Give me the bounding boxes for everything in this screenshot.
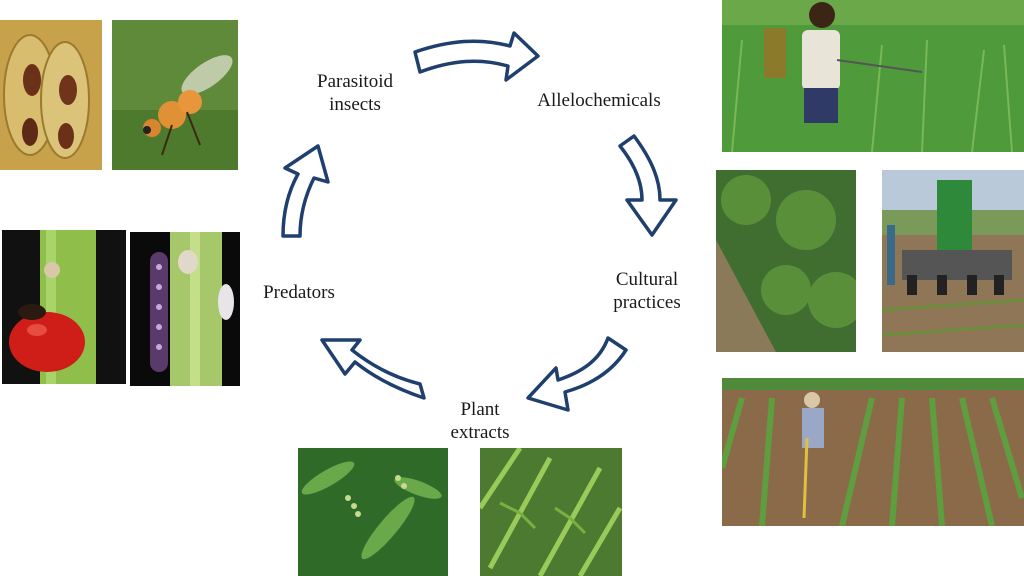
arrow-plant-extracts-to-predators (320, 338, 426, 400)
label-cultural-practices: Cultural practices (613, 269, 681, 313)
photo-plant-leaves-2 (480, 448, 622, 576)
photo-tractor-seeder (882, 170, 1024, 352)
photo-parasitized-eggs (0, 20, 102, 170)
label-parasitoid-insects: Parasitoid insects (317, 71, 393, 115)
photo-crop-row (716, 170, 856, 352)
photo-plant-leaves-1 (298, 448, 448, 576)
arrow-cultural-to-plant-extracts (526, 336, 628, 412)
arrow-parasitoid-to-allelochemicals (413, 31, 540, 82)
label-predators: Predators (263, 282, 335, 303)
label-plant-extracts: Plant extracts (450, 399, 510, 443)
label-allelochemicals: Allelochemicals (537, 90, 661, 111)
photo-parasitoid-wasp (112, 20, 238, 170)
photo-ladybird-predator (2, 230, 126, 384)
photo-farmer-weeding (722, 378, 1024, 526)
photo-predator-larva (130, 232, 240, 386)
photo-farmer-spraying (722, 0, 1024, 152)
arrow-allelochemicals-to-cultural (618, 134, 678, 237)
arrow-predators-to-parasitoid (281, 144, 330, 238)
